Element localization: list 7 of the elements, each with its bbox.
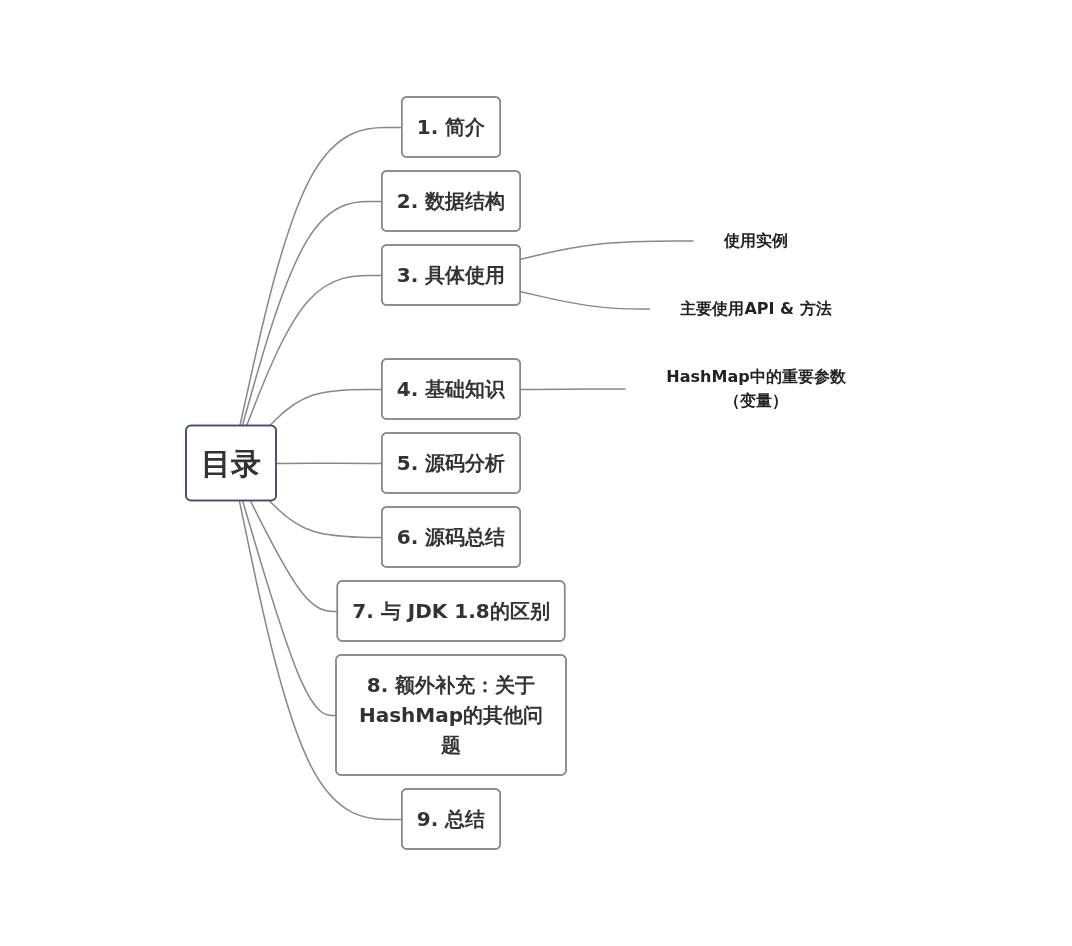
node-text: 主要使用API & 方法 — [680, 299, 832, 318]
connector — [520, 388, 627, 391]
connector — [520, 291, 652, 310]
connector — [241, 500, 338, 717]
node-text: HashMap中的重要参数（变量） — [666, 367, 846, 410]
connector — [520, 240, 695, 260]
node-text: 使用实例 — [724, 231, 788, 250]
